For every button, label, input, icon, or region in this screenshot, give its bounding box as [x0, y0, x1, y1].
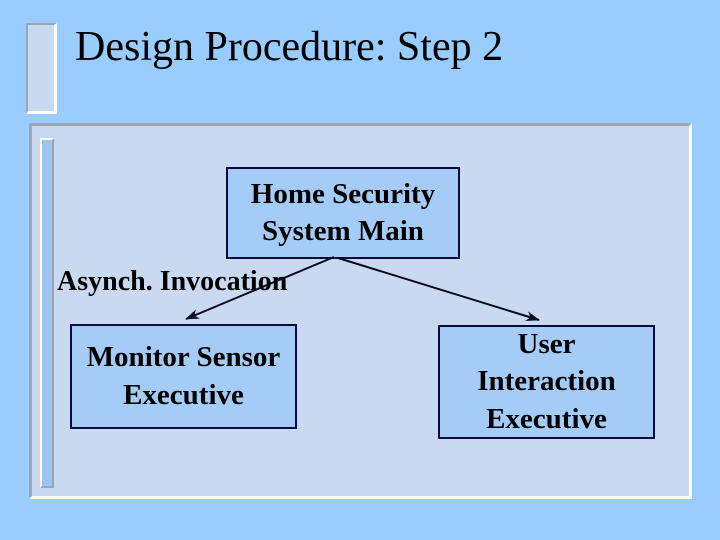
title-decoration-bar — [26, 23, 57, 114]
node-label: Monitor Sensor Executive — [86, 341, 281, 411]
node-label: Home Security System Main — [250, 177, 436, 247]
node-home-security-system-main: Home Security System Main — [226, 167, 460, 259]
node-monitor-sensor-executive: Monitor Sensor Executive — [70, 324, 297, 429]
node-user-interaction-executive: User Interaction Executive — [438, 325, 655, 439]
node-label: User Interaction Executive — [477, 328, 616, 435]
panel-decoration-bar — [40, 138, 54, 488]
asynch-invocation-label: Asynch. Invocation — [57, 266, 288, 297]
slide-title: Design Procedure: Step 2 — [75, 24, 504, 70]
